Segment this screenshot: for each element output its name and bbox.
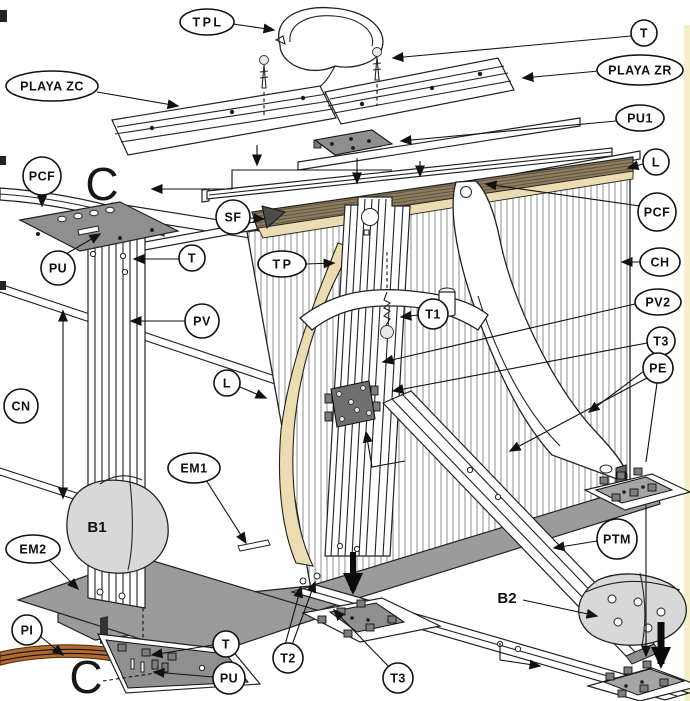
- svg-text:EM2: EM2: [19, 543, 46, 557]
- label-t-top: T: [630, 19, 658, 47]
- svg-text:T3: T3: [390, 672, 406, 686]
- playa-zr-ledge: [324, 57, 515, 125]
- label-t2: T2: [272, 642, 304, 674]
- b2-shield: [578, 572, 687, 646]
- svg-text:CN: CN: [11, 400, 30, 414]
- label-playa-zc: PLAYA ZC: [5, 70, 99, 102]
- svg-text:SF: SF: [225, 211, 242, 225]
- svg-text:L: L: [223, 377, 231, 391]
- pu1-plate: [313, 129, 394, 156]
- svg-text:PE: PE: [649, 362, 667, 376]
- label-ch: CH: [639, 247, 681, 277]
- label-sf: SF: [215, 199, 251, 235]
- pu-top-plate: [18, 201, 180, 252]
- label-t-left: T: [178, 244, 206, 272]
- label-ptm: PTM: [596, 518, 638, 560]
- page-edge-strip: [684, 25, 690, 701]
- right-mid-bracket: [583, 464, 690, 511]
- leader-lines: [37, 23, 658, 678]
- tpl-cap: [274, 6, 384, 89]
- svg-text:PCF: PCF: [29, 170, 56, 184]
- t1-screw: [380, 252, 394, 339]
- label-pu-top: PU: [40, 250, 76, 286]
- label-pi: PI: [11, 614, 43, 646]
- section-letter-c-bottom: C: [69, 651, 102, 701]
- svg-text:PTM: PTM: [603, 533, 631, 547]
- label-pu1: PU1: [615, 104, 665, 132]
- label-l-top: L: [642, 148, 670, 176]
- svg-text:PU: PU: [49, 262, 67, 276]
- label-cn: CN: [3, 388, 39, 424]
- top-screws: [259, 47, 382, 116]
- section-letter-c-top: C: [85, 158, 118, 210]
- svg-text:PI: PI: [21, 624, 34, 638]
- bottom-right-bracket: [585, 660, 690, 701]
- svg-text:T: T: [188, 252, 196, 266]
- label-l-mid: L: [213, 369, 241, 397]
- svg-text:T: T: [222, 638, 230, 652]
- anchor-plate: [324, 380, 381, 428]
- svg-text:TPL: TPL: [192, 16, 223, 30]
- svg-text:T: T: [640, 27, 648, 41]
- svg-text:L: L: [652, 156, 660, 170]
- svg-text:PLAYA ZC: PLAYA ZC: [20, 80, 84, 94]
- label-tpl: TPL: [179, 8, 235, 36]
- label-pcf-right: PCF: [637, 192, 677, 232]
- label-em2: EM2: [5, 534, 61, 564]
- svg-text:CH: CH: [650, 256, 669, 270]
- svg-text:EM1: EM1: [180, 462, 207, 476]
- svg-text:PU1: PU1: [627, 112, 653, 126]
- b1-shield: [66, 475, 169, 574]
- label-t1: T1: [417, 298, 449, 330]
- svg-text:T1: T1: [425, 308, 441, 322]
- svg-text:PU: PU: [220, 672, 238, 686]
- flow-arrows: [102, 145, 671, 682]
- svg-text:T2: T2: [280, 652, 296, 666]
- label-pv2: PV2: [634, 288, 682, 316]
- label-pv: PV: [184, 303, 220, 339]
- label-tp: TP: [257, 250, 307, 278]
- label-t3-bottom: T3: [382, 662, 414, 694]
- label-em1: EM1: [167, 452, 221, 484]
- svg-text:PCF: PCF: [644, 206, 671, 220]
- svg-text:PV2: PV2: [645, 296, 670, 310]
- label-pe: PE: [642, 352, 674, 384]
- svg-text:TP: TP: [273, 258, 294, 272]
- label-t-bottom: T: [212, 630, 240, 658]
- label-pu-bottom: PU: [212, 661, 246, 695]
- playa-zc-ledge: [111, 85, 337, 156]
- scan-marks: [0, 10, 7, 290]
- label-playa-zr: PLAYA ZR: [596, 54, 684, 86]
- part-mark-b2: B2: [497, 590, 516, 607]
- part-mark-b1: B1: [87, 519, 106, 536]
- svg-text:T3: T3: [653, 335, 669, 349]
- svg-text:PLAYA ZR: PLAYA ZR: [608, 64, 672, 78]
- label-t3-right: T3: [646, 326, 676, 356]
- svg-text:PV: PV: [193, 315, 211, 329]
- label-pcf-left: PCF: [22, 156, 62, 196]
- center-post: [324, 196, 411, 557]
